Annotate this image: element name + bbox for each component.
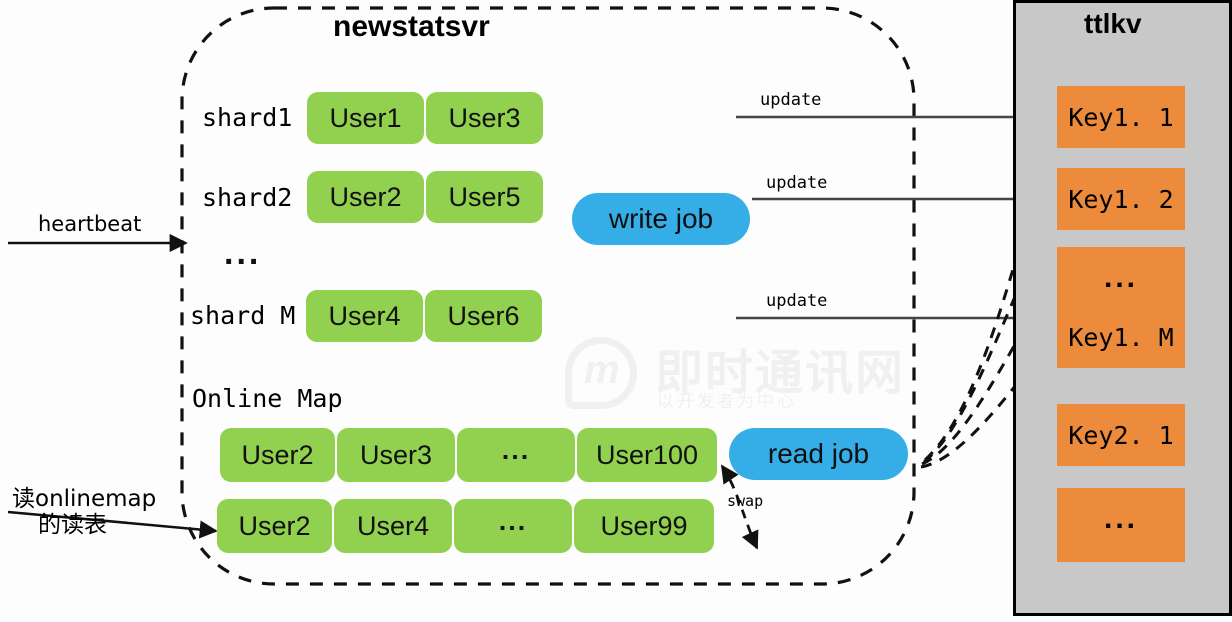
online-map-cell[interactable]: User100 (577, 428, 717, 482)
shard-label-3: shard M (190, 301, 296, 330)
online-map-row-2: User2 User4 ... User99 (217, 499, 714, 553)
kv-box-key1-1[interactable]: Key1. 1 (1057, 86, 1185, 148)
watermark-logo-icon (565, 337, 637, 409)
kv-box-key1-m[interactable]: Key1. M (1057, 306, 1185, 368)
online-map-cell[interactable]: User4 (334, 499, 452, 553)
heartbeat-label: heartbeat (38, 212, 142, 236)
online-map-label: Online Map (192, 384, 343, 413)
online-map-cell[interactable]: User2 (217, 499, 332, 553)
shard-label-2: shard2 (202, 183, 293, 212)
shard-cell[interactable]: User4 (306, 290, 423, 342)
watermark: 即时通讯网 以开发者为中心 (565, 335, 903, 415)
read-onlinemap-label-line2: 的读表 (38, 511, 107, 538)
online-map-row-1: User2 User3 ... User100 (220, 428, 717, 482)
read-onlinemap-label: 读onlinemap 的读表 (12, 486, 157, 539)
kv-box-key2-1[interactable]: Key2. 1 (1057, 404, 1185, 466)
write-job-node[interactable]: write job (572, 193, 750, 245)
shard-cell[interactable]: User1 (307, 92, 424, 144)
watermark-text: 即时通讯网 (655, 347, 906, 400)
update-label-1: update (760, 90, 822, 110)
shard-cell[interactable]: User6 (425, 290, 542, 342)
online-map-cell[interactable]: User2 (220, 428, 335, 482)
page-title-ttlkv: ttlkv (1084, 8, 1142, 39)
page-title-newstatsvr: newstatsvr (333, 10, 490, 43)
online-map-cell-ellipsis: ... (454, 499, 572, 553)
shard-ellipsis: ... (224, 234, 262, 272)
kv-box-key1-2[interactable]: Key1. 2 (1057, 168, 1185, 230)
shard-cell[interactable]: User5 (426, 171, 543, 223)
online-map-cell[interactable]: User3 (337, 428, 455, 482)
shard-row-3: User4 User6 (306, 290, 542, 342)
watermark-subtext: 以开发者为中心 (657, 392, 797, 411)
update-label-2: update (766, 173, 828, 193)
shard-label-1: shard1 (202, 103, 293, 132)
online-map-cell[interactable]: User99 (574, 499, 714, 553)
shard-cell[interactable]: User2 (307, 171, 424, 223)
shard-row-2: User2 User5 (307, 171, 543, 223)
read-onlinemap-label-line1: 读onlinemap (12, 486, 157, 512)
swap-label: swap (727, 492, 764, 510)
update-label-3: update (766, 291, 828, 311)
kv-box-ellipsis-2: ... (1057, 488, 1185, 562)
read-job-node[interactable]: read job (729, 428, 908, 480)
shard-row-1: User1 User3 (307, 92, 543, 144)
shard-cell[interactable]: User3 (426, 92, 543, 144)
online-map-cell-ellipsis: ... (457, 428, 575, 482)
